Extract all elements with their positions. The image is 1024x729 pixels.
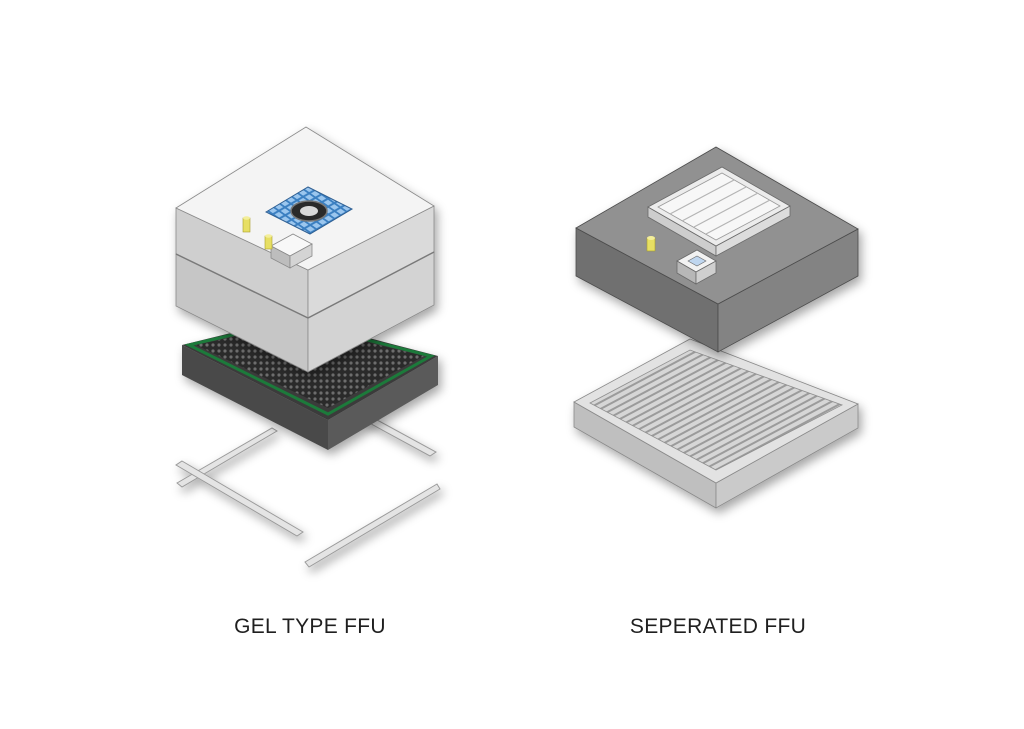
- housing-seam-right: [307, 251, 435, 319]
- caption-seperated-ffu: SEPERATED FFU: [629, 615, 807, 638]
- frame-bar-front: [304, 483, 441, 568]
- gel-frame-bars: [175, 414, 441, 568]
- frame-bar-mid: [175, 460, 304, 537]
- control-box-right: [695, 260, 717, 285]
- gel-type-ffu-assembly: [175, 126, 441, 568]
- filter-right-face: [328, 356, 438, 450]
- caption-gel-type-ffu: GEL TYPE FFU: [234, 615, 386, 638]
- filter-left-face: [182, 345, 328, 450]
- tray-pleated-filter: [589, 349, 843, 471]
- prefilter-ribs: [669, 179, 771, 235]
- prefilter-media: [657, 172, 781, 241]
- yellow-nozzle-1: [242, 216, 251, 233]
- frame-bar-left: [176, 427, 278, 488]
- housing-seam: [175, 253, 309, 319]
- yellow-nozzle: [646, 236, 656, 252]
- control-box-right: [289, 243, 313, 269]
- yellow-nozzle-2: [264, 234, 273, 250]
- fan-inlet-hub: [300, 206, 318, 216]
- seperated-ffu-assembly: [573, 146, 859, 509]
- gel-housing: [175, 126, 435, 373]
- seperated-filter-tray: [573, 338, 859, 509]
- seperated-housing: [575, 146, 859, 353]
- control-box-window: [687, 255, 707, 267]
